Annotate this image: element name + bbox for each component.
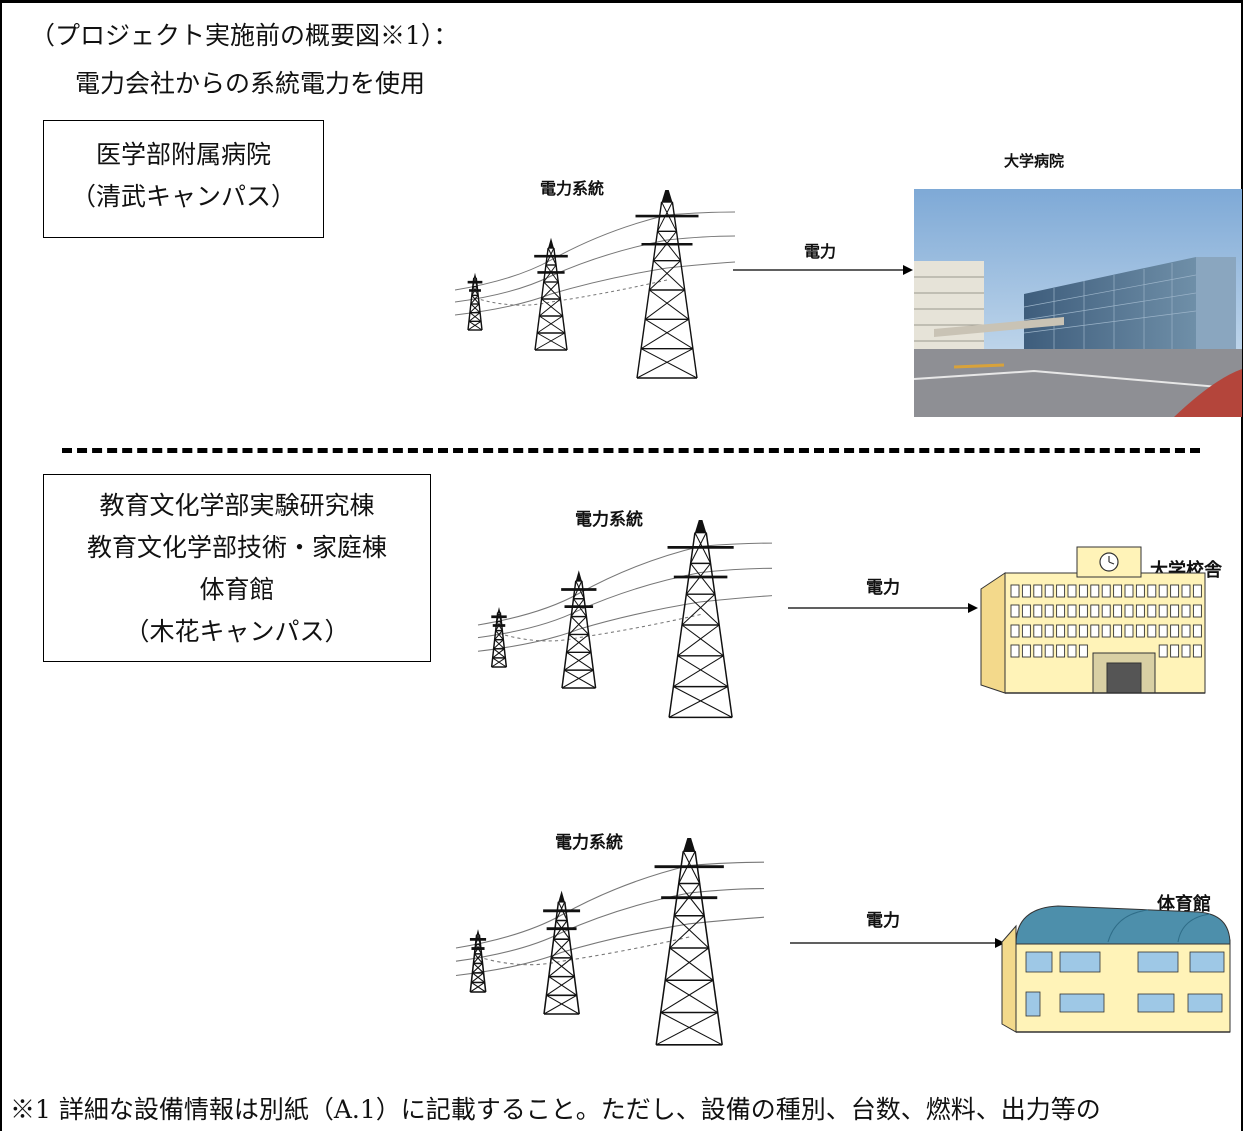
power-arrow-1	[733, 265, 913, 275]
kibana-facility-line-1: 教育文化学部実験研究棟	[99, 491, 375, 520]
intro-text: （プロジェクト実施前の概要図※1）： 電力会社からの系統電力を使用	[30, 12, 458, 108]
power-arrow-2	[788, 603, 978, 613]
section-divider	[62, 448, 1200, 453]
hospital-facility-box: 医学部附属病院 （清武キャンパス）	[43, 120, 324, 238]
grid-label-2: 電力系統	[575, 510, 643, 530]
kibana-facility-box: 教育文化学部実験研究棟 教育文化学部技術・家庭棟 体育館 （木花キャンパス）	[43, 474, 431, 662]
school-building-icon	[980, 546, 1206, 694]
gymnasium-label: 体育館	[1157, 894, 1211, 915]
intro-title: （プロジェクト実施前の概要図※1）：	[30, 21, 459, 50]
kibana-facility-line-2: 教育文化学部技術・家庭棟	[86, 533, 387, 562]
kibana-campus-name: （木花キャンパス）	[124, 617, 350, 646]
power-label-3: 電力	[866, 911, 900, 931]
hospital-facility-name: 医学部附属病院	[95, 140, 271, 169]
power-label-1: 電力	[804, 242, 837, 261]
power-label-2: 電力	[866, 578, 900, 598]
kibana-facility-line-3: 体育館	[199, 575, 275, 604]
grid-label-1: 電力系統	[540, 179, 605, 198]
intro-subtitle: 電力会社からの系統電力を使用	[75, 69, 426, 98]
power-grid-icon-1	[455, 190, 735, 379]
power-arrow-3	[790, 938, 1005, 948]
grid-label-3: 電力系統	[555, 833, 623, 853]
hospital-campus-name: （清武キャンパス）	[70, 182, 296, 211]
hospital-label: 大学病院	[1004, 152, 1065, 170]
footnote: ※1 詳細な設備情報は別紙（A.1）に記載すること。ただし、設備の種別、台数、燃…	[10, 1095, 1101, 1124]
gymnasium-icon	[1001, 905, 1231, 1033]
power-grid-icon-2	[477, 520, 773, 719]
hospital-photo	[914, 189, 1242, 417]
power-grid-icon-3	[455, 838, 765, 1046]
